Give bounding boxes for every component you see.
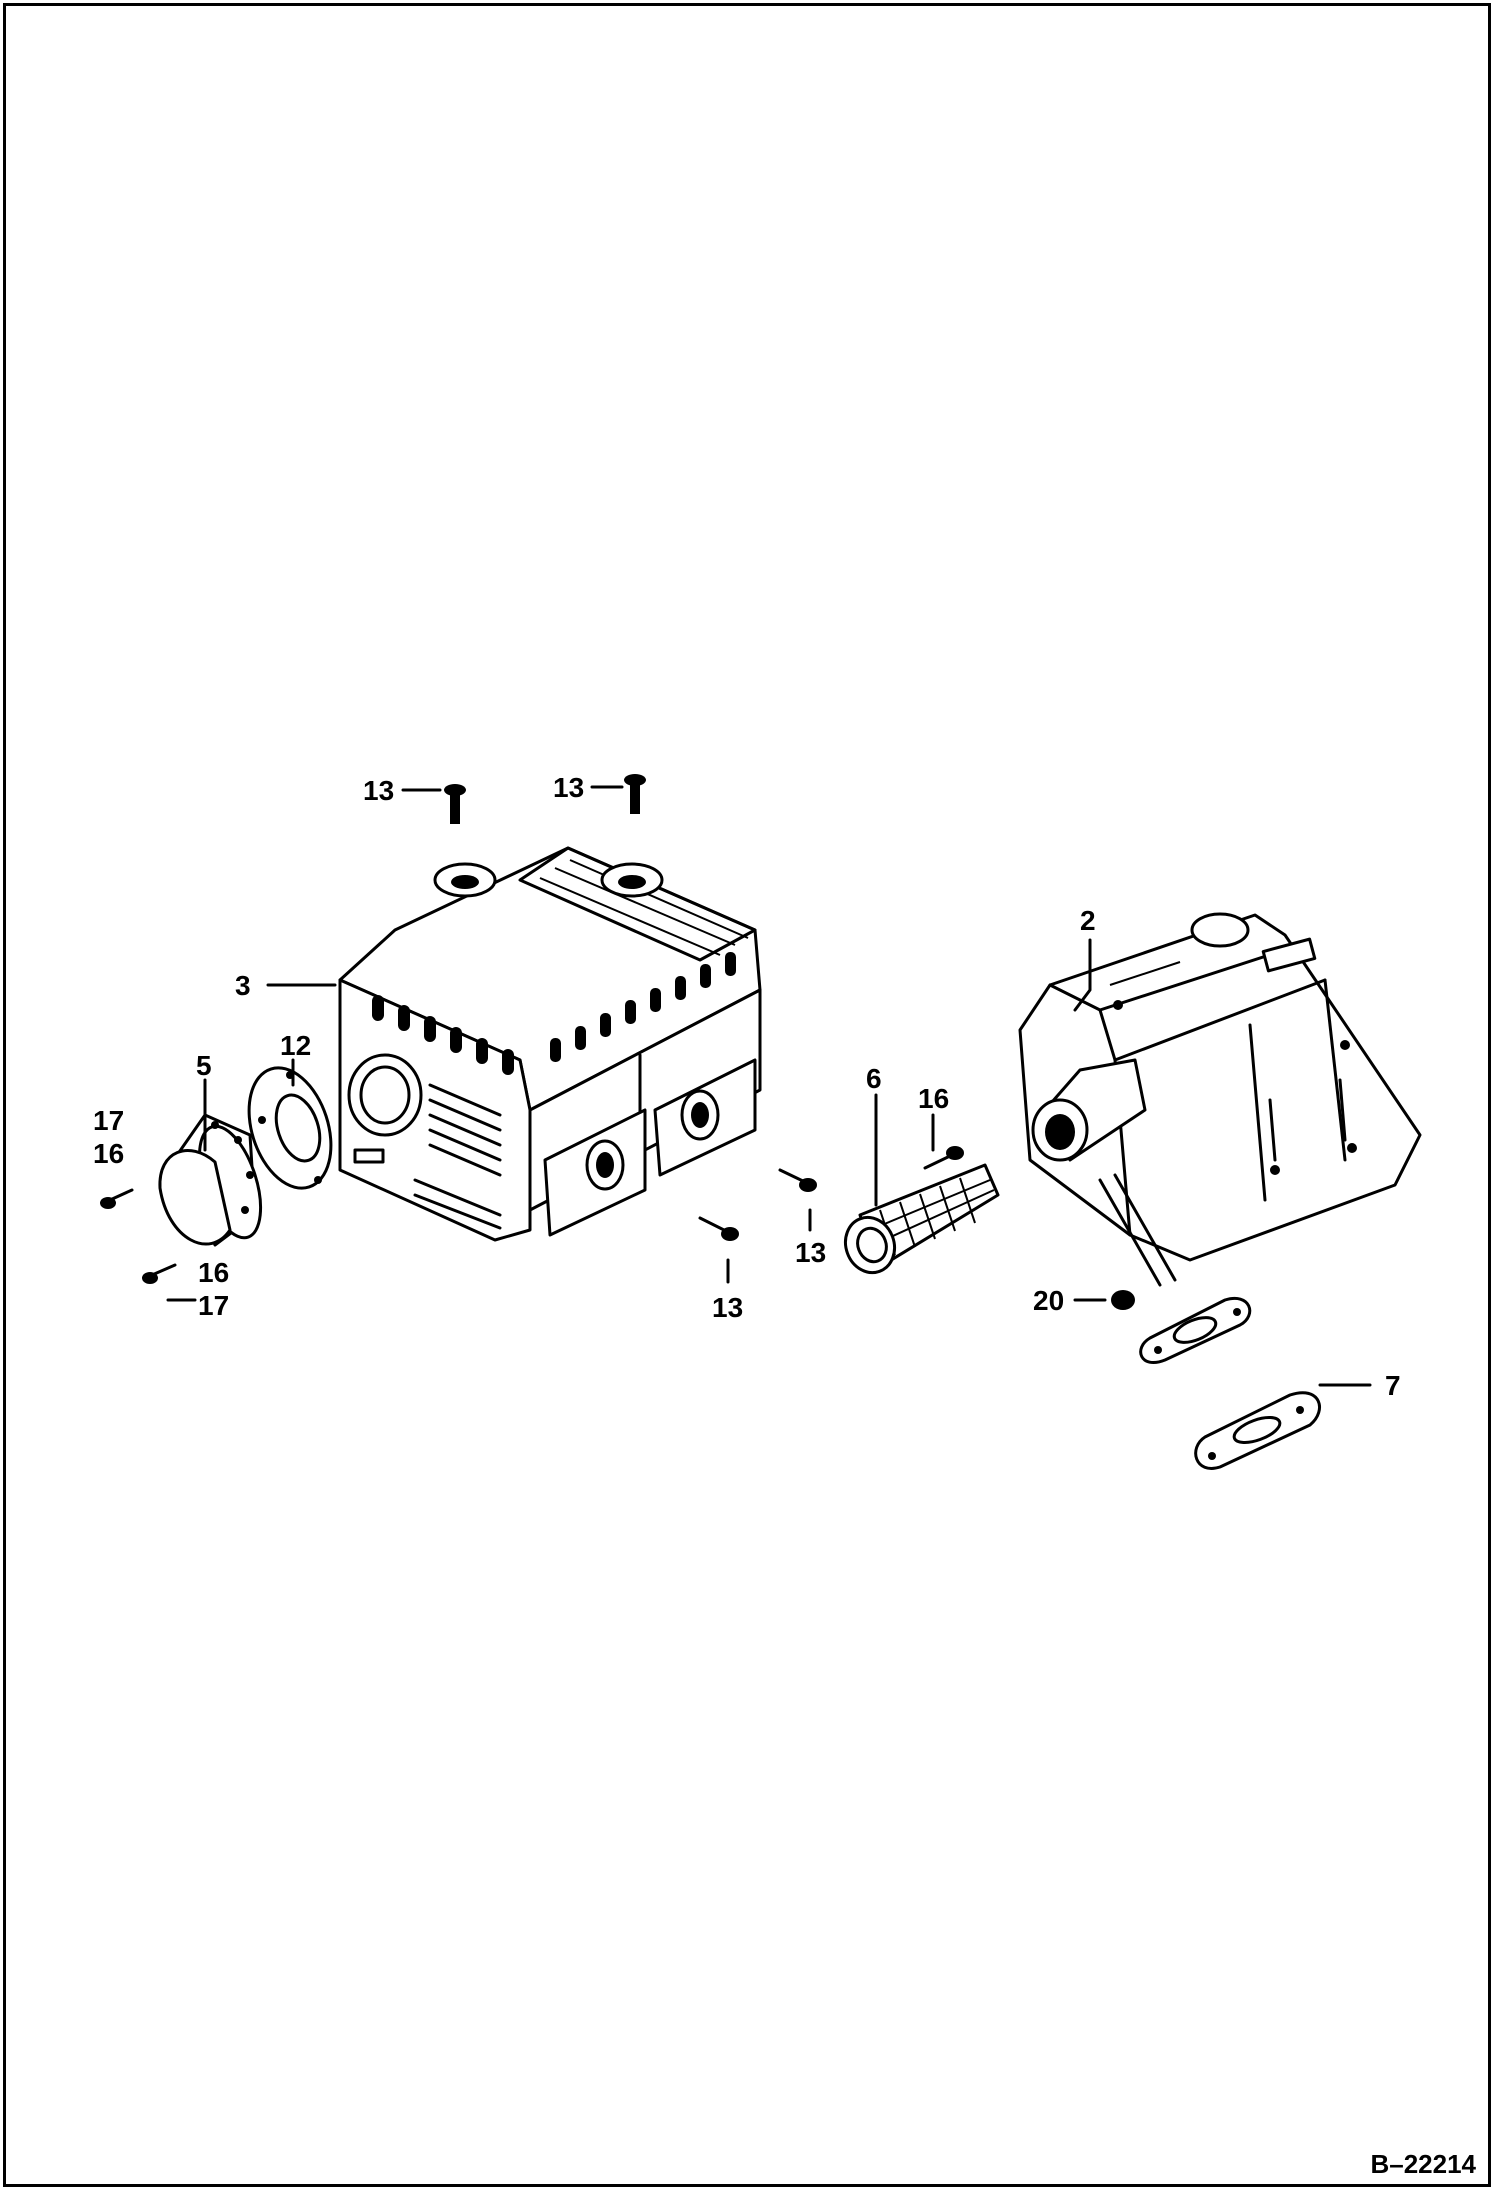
page-border bbox=[3, 3, 1491, 2187]
muffler-body bbox=[1018, 912, 1422, 1287]
bolt-13-c bbox=[778, 1168, 817, 1192]
drawing-reference-number: B–22214 bbox=[1370, 2149, 1476, 2179]
label-part-16a: 16 bbox=[93, 1138, 124, 1169]
muffler-flange bbox=[1139, 1296, 1252, 1364]
label-part-13a: 13 bbox=[363, 775, 394, 806]
bolt-13-d bbox=[698, 1216, 739, 1241]
label-part-16c: 16 bbox=[918, 1083, 949, 1114]
label-part-17a: 17 bbox=[93, 1105, 124, 1136]
label-part-12: 12 bbox=[280, 1030, 311, 1061]
label-part-3: 3 bbox=[235, 970, 251, 1001]
drain-plug bbox=[1111, 1290, 1135, 1310]
bolt-16-a bbox=[100, 1188, 134, 1209]
label-part-17b: 17 bbox=[198, 1290, 229, 1321]
flange-gasket bbox=[247, 1066, 333, 1190]
label-part-13c: 13 bbox=[795, 1237, 826, 1268]
bolt-16-c bbox=[923, 1146, 964, 1170]
label-part-20: 20 bbox=[1033, 1285, 1064, 1316]
label-part-13b: 13 bbox=[553, 772, 584, 803]
spark-arrester-screen bbox=[843, 1163, 1000, 1275]
label-part-7: 7 bbox=[1385, 1370, 1401, 1401]
label-part-2: 2 bbox=[1080, 905, 1096, 936]
end-cap bbox=[158, 1113, 263, 1247]
label-part-13d: 13 bbox=[712, 1292, 743, 1323]
bolt-13-a bbox=[444, 784, 466, 824]
muffler-cover bbox=[338, 846, 762, 1242]
bolt-13-b bbox=[624, 774, 646, 814]
part-labels: 13 13 2 3 12 5 17 16 16 17 13 13 6 16 20… bbox=[93, 772, 1401, 1401]
label-part-6: 6 bbox=[866, 1063, 882, 1094]
exhaust-gasket bbox=[1194, 1391, 1321, 1470]
leader-lines bbox=[166, 785, 1372, 1387]
label-part-5: 5 bbox=[196, 1050, 212, 1081]
bolt-16-b bbox=[142, 1263, 177, 1284]
label-part-16b: 16 bbox=[198, 1257, 229, 1288]
